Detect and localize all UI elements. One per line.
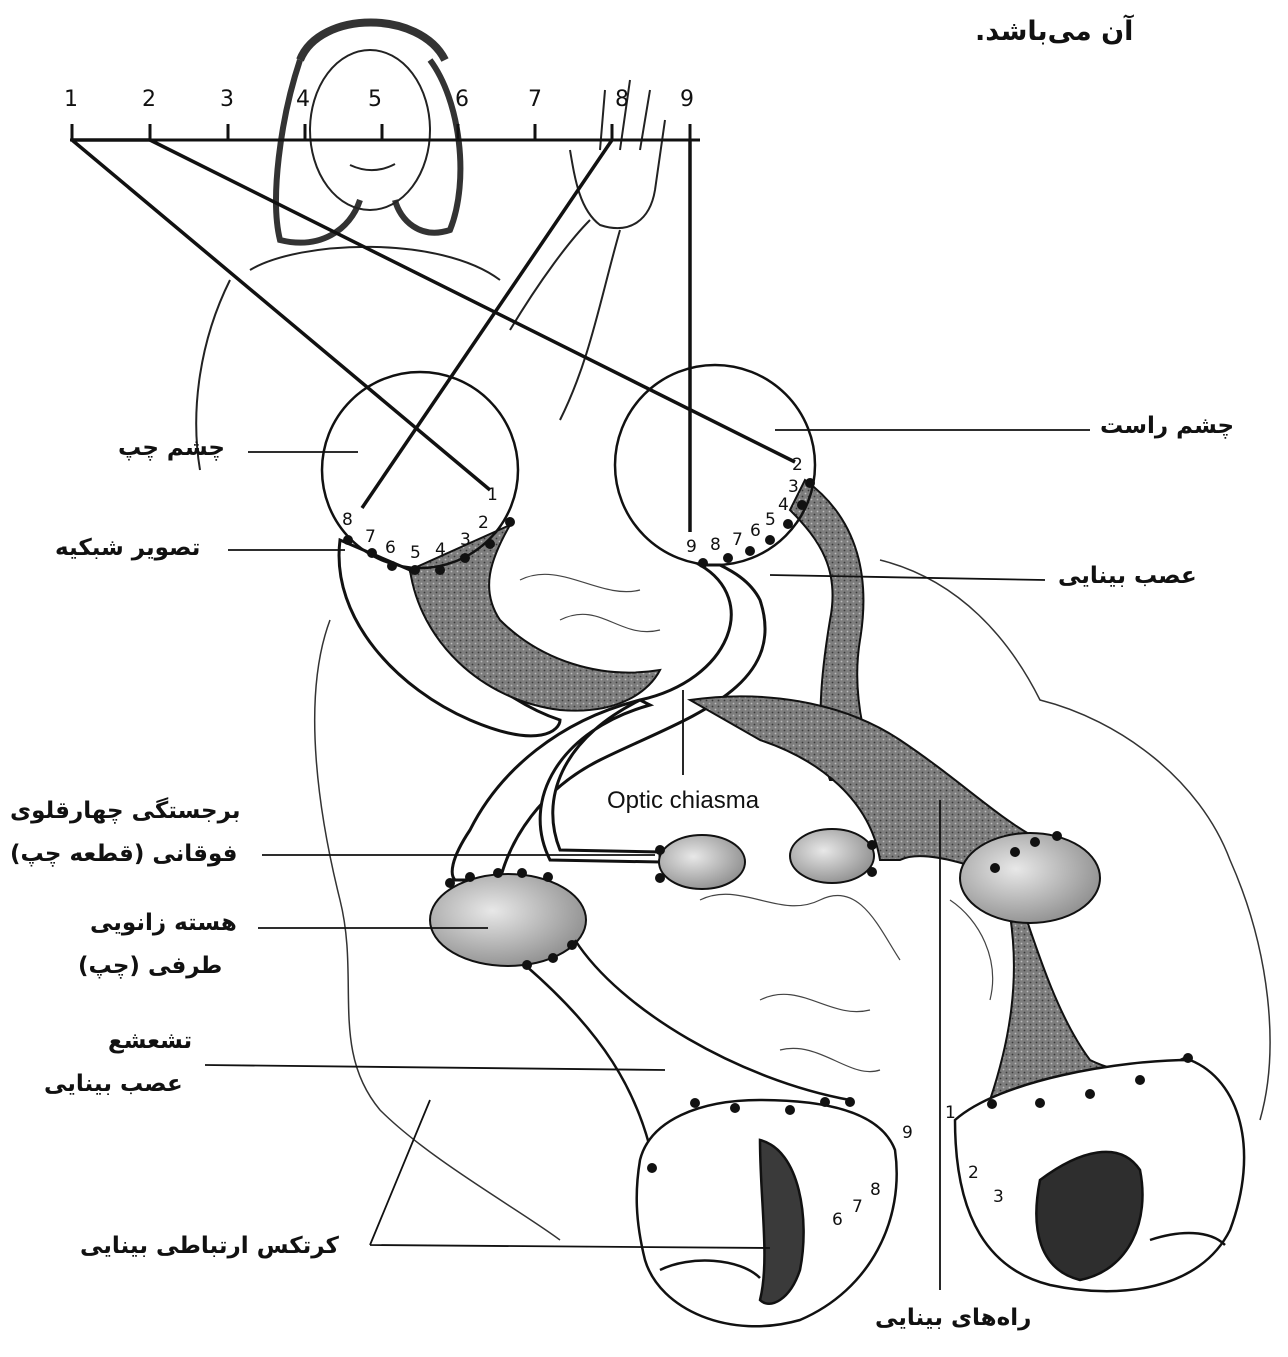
cortex-number: 8	[870, 1180, 881, 1200]
right-lgn	[960, 833, 1100, 923]
scale-number: 2	[142, 87, 156, 112]
label-lgn-1: هسته زانویی	[90, 907, 237, 940]
label-superior-colliculus-1: برجستگی چهارقلوی	[10, 795, 241, 828]
retina-number: 8	[710, 535, 721, 555]
label-retinal-image: تصویر شبکیه	[55, 532, 200, 565]
cortex-number: 9	[902, 1123, 913, 1143]
cortex-number: 1	[945, 1103, 956, 1123]
label-optic-nerve: عصب بینایی	[1058, 560, 1197, 593]
retina-number: 4	[778, 495, 789, 515]
scale-number: 8	[615, 87, 629, 112]
cortex-number: 7	[852, 1197, 863, 1217]
scale-ticks	[72, 124, 690, 140]
raised-arm	[510, 220, 620, 420]
label-left-eye: چشم چپ	[118, 432, 225, 465]
retina-number: 2	[792, 455, 803, 475]
cortex-number: 2	[968, 1163, 979, 1183]
retina-number: 5	[410, 543, 421, 563]
right-retina-numbers: 2 3 4 5 6 7 8 9	[686, 455, 803, 557]
mouth	[350, 164, 395, 170]
retina-number: 3	[460, 530, 471, 550]
retina-number: 7	[732, 530, 743, 550]
scale-number: 6	[455, 87, 469, 112]
retina-number: 8	[342, 510, 353, 530]
label-optic-radiation-2: عصب بینایی	[44, 1068, 183, 1101]
retina-number: 9	[686, 537, 697, 557]
label-visual-pathways: راه‌های بینایی	[875, 1302, 1031, 1335]
light-rays	[72, 140, 795, 532]
scale-number: 1	[64, 87, 78, 112]
scale-number: 4	[296, 87, 310, 112]
label-superior-colliculus-2: فوقانی (قطعه چپ)	[10, 838, 237, 871]
label-optic-radiation-1: تشعشع	[108, 1025, 192, 1058]
right-colliculus	[790, 829, 874, 883]
label-visual-association-cortex: کرتکس ارتباطی بینایی	[80, 1230, 339, 1263]
scale-number: 5	[368, 87, 382, 112]
retina-number: 3	[788, 477, 799, 497]
scale-number: 7	[528, 87, 542, 112]
optic-tracts	[339, 540, 765, 880]
label-optic-chiasma: Optic chiasma	[607, 787, 759, 815]
nuclei	[430, 829, 1100, 966]
scale-numbers: 1 2 3 4 5 6 7 8 9	[64, 87, 694, 112]
label-right-eye: چشم راست	[1100, 410, 1234, 443]
scale-number: 3	[220, 87, 234, 112]
label-lgn-2: طرفی (چپ)	[78, 950, 222, 983]
face	[310, 50, 430, 210]
scale-number: 9	[680, 87, 694, 112]
retina-number: 6	[750, 521, 761, 541]
left-lgn	[430, 874, 586, 966]
retina-number: 6	[385, 538, 396, 558]
person-figure	[196, 23, 665, 471]
retina-number: 4	[435, 540, 446, 560]
cortex-number: 3	[993, 1187, 1004, 1207]
retina-number: 1	[487, 485, 498, 505]
left-colliculus	[659, 835, 745, 889]
retina-number: 2	[478, 513, 489, 533]
cortex-number: 6	[832, 1210, 843, 1230]
retina-number: 7	[365, 527, 376, 547]
header-text: آن می‌باشد.	[975, 12, 1133, 51]
hair-top	[300, 23, 445, 61]
retina-number: 5	[765, 510, 776, 530]
